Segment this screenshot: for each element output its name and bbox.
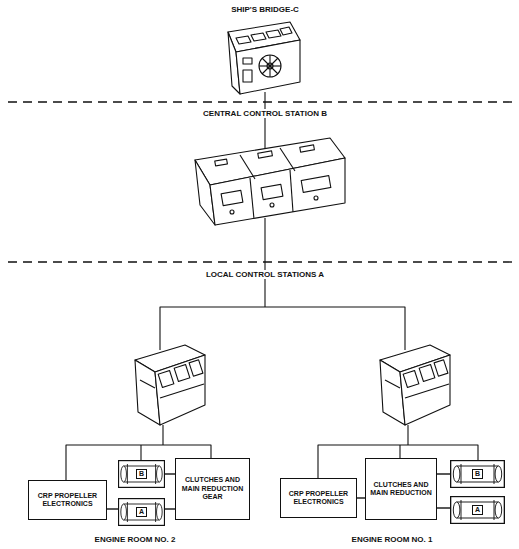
shaft-connector <box>107 508 118 509</box>
node-text: CRP PROPELLER ELECTRONICS <box>283 490 354 507</box>
control-wiring <box>66 92 478 480</box>
node-text: B <box>136 469 147 479</box>
node-text: CLUTCHES AND MAIN REDUCTION GEAR <box>178 476 247 501</box>
electronics-box: CRP PROPELLER ELECTRONICS <box>28 480 107 520</box>
bridge-console <box>228 22 300 94</box>
local-console <box>380 345 450 425</box>
zone-divider <box>8 261 514 262</box>
station-title: SHIP'S BRIDGE-C <box>229 5 301 15</box>
node-text: A <box>472 505 483 515</box>
station-title: CENTRAL CONTROL STATION B <box>201 109 329 119</box>
engine-box: B <box>118 460 165 488</box>
room-label: ENGINE ROOM NO. 1 <box>350 535 435 544</box>
node-text: CRP PROPELLER ELECTRONICS <box>31 492 104 509</box>
shaft-connector <box>165 473 175 474</box>
station-title: LOCAL CONTROL STATIONS A <box>204 270 326 279</box>
station-title: CENTRAL CONTROL STATION B <box>201 109 329 118</box>
shaft-connector <box>437 473 450 474</box>
engine-box: A <box>118 498 165 526</box>
node-text: CLUTCHES AND MAIN REDUCTION <box>368 481 434 498</box>
room-label: ENGINE ROOM NO. 1 <box>350 535 435 545</box>
shaft-connector <box>437 507 450 508</box>
room-label: ENGINE ROOM NO. 2 <box>93 535 178 544</box>
room-label: ENGINE ROOM NO. 2 <box>93 535 178 545</box>
station-title: SHIP'S BRIDGE-C <box>229 5 301 14</box>
station-title: LOCAL CONTROL STATIONS A <box>204 270 326 280</box>
node-text: A <box>136 507 147 517</box>
engine-box: A <box>450 496 505 524</box>
engine-box: B <box>450 460 505 488</box>
shaft-connector <box>165 508 175 509</box>
shaft-connector <box>357 497 365 498</box>
central-console <box>195 138 345 225</box>
gearbox-box: CLUTCHES AND MAIN REDUCTION <box>365 458 437 520</box>
electronics-box: CRP PROPELLER ELECTRONICS <box>280 478 357 518</box>
gearbox-box: CLUTCHES AND MAIN REDUCTION GEAR <box>175 458 250 520</box>
node-text: B <box>472 469 483 479</box>
local-console <box>135 345 205 425</box>
zone-divider <box>8 101 514 102</box>
